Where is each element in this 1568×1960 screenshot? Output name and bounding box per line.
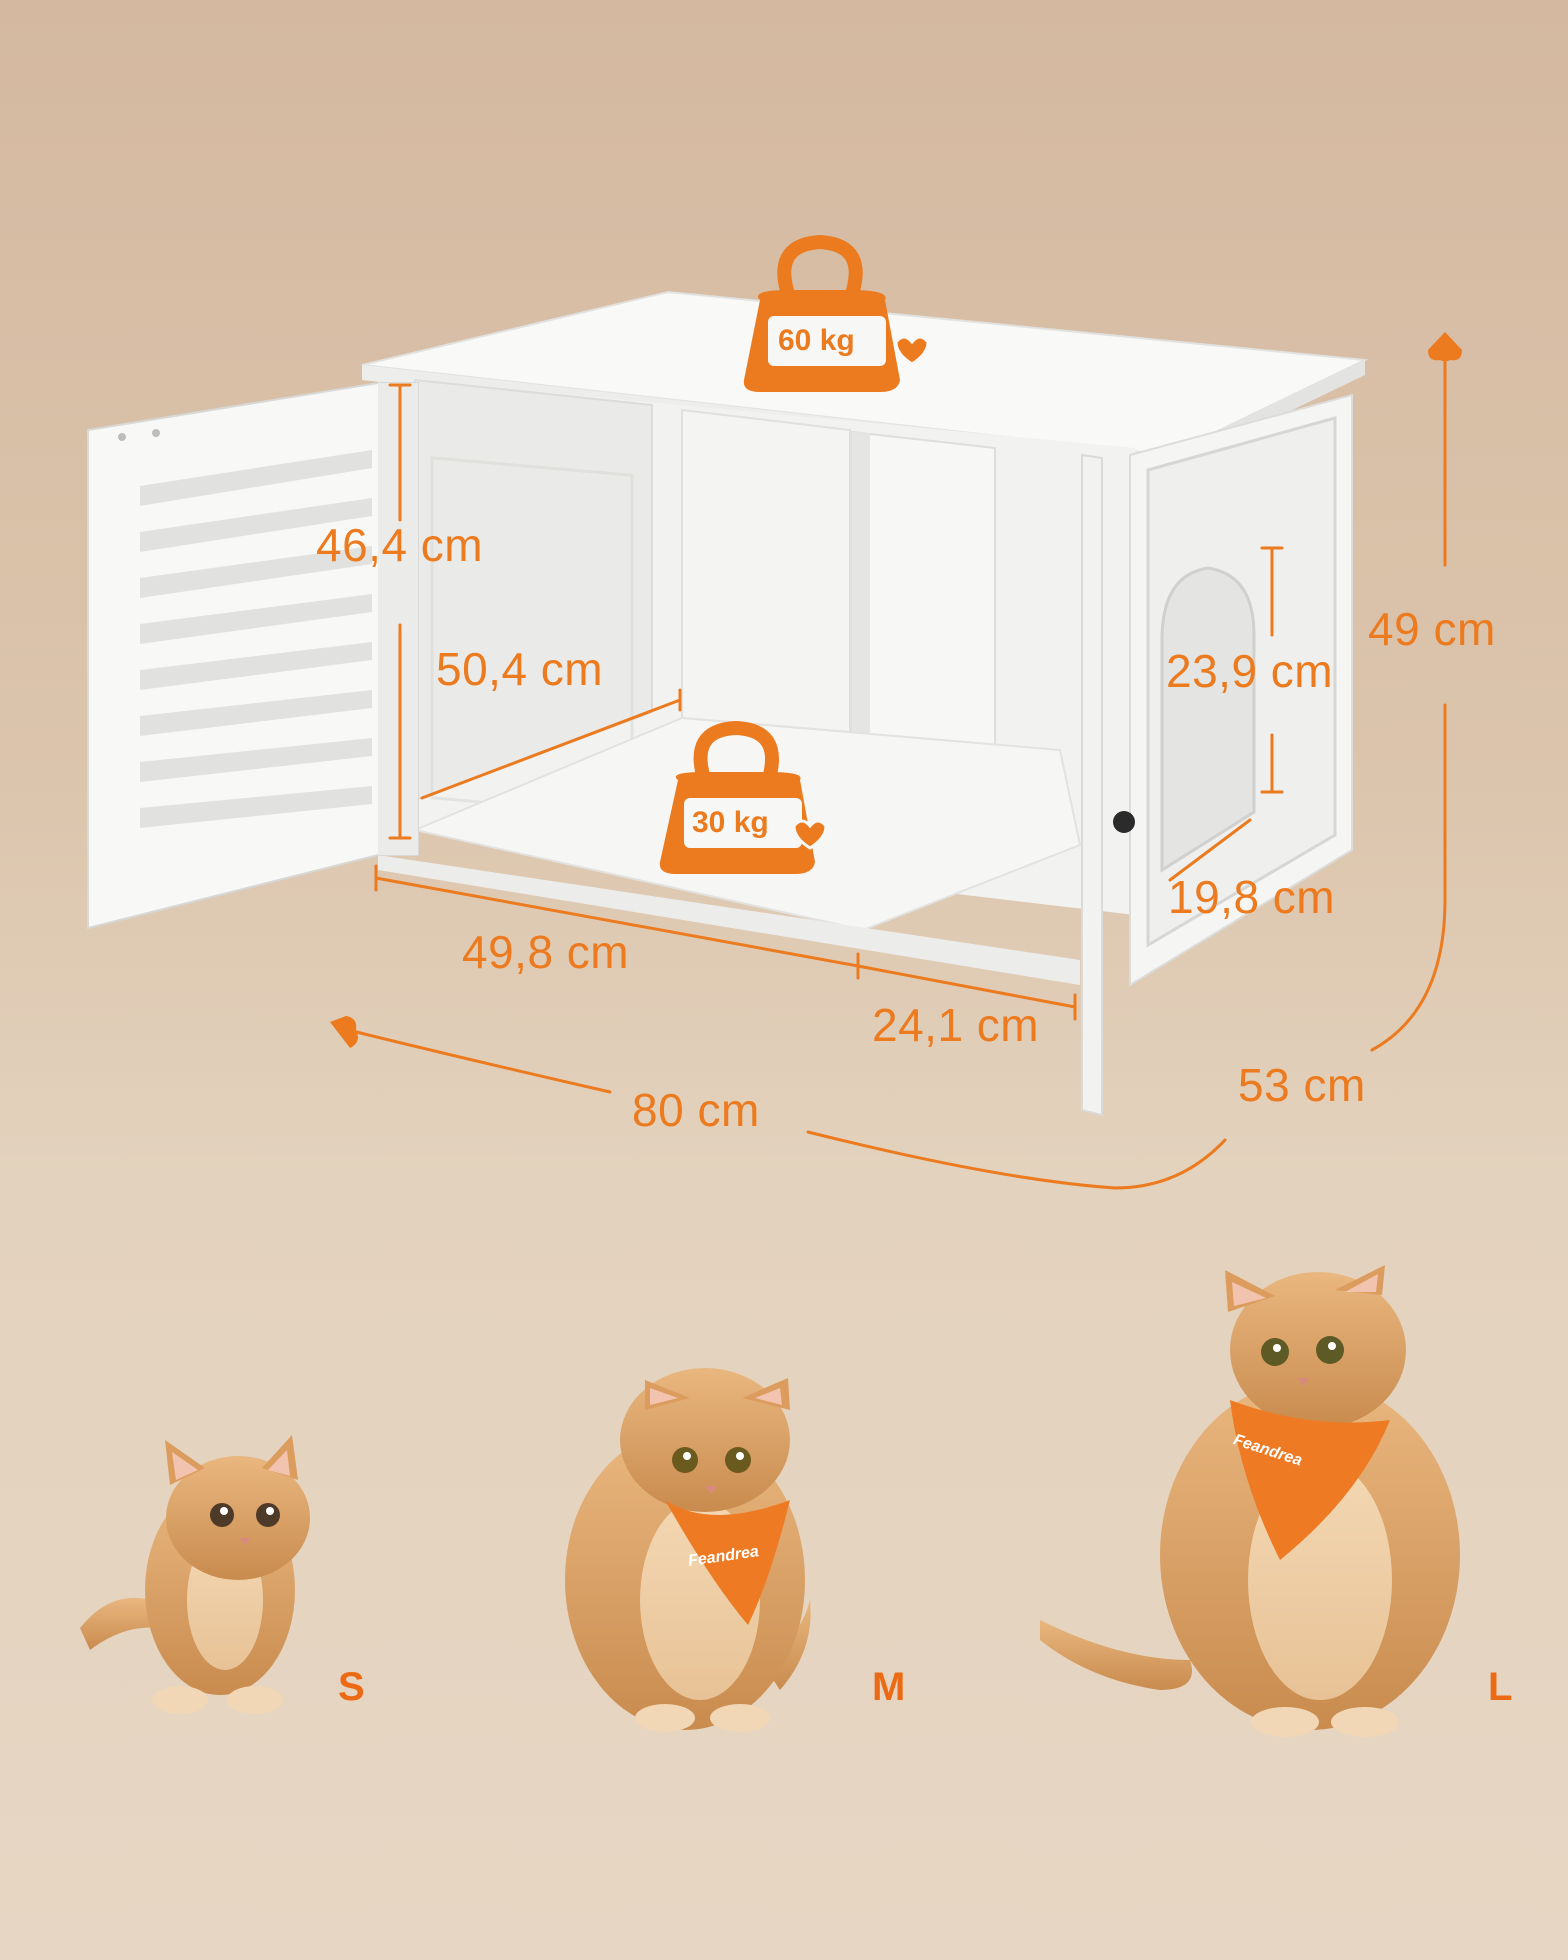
cat-small <box>80 1435 310 1714</box>
width-arrow-heart <box>330 1016 358 1048</box>
door-knob <box>1113 811 1135 833</box>
compartment-right-line <box>856 964 1077 1009</box>
height-label: 49 cm <box>1368 603 1496 655</box>
size-label-large: L <box>1488 1665 1513 1709</box>
width-label: 80 cm <box>632 1084 760 1136</box>
back-panel-middle <box>681 408 851 734</box>
width-arrow-line <box>338 1026 612 1094</box>
compartment-left-line <box>374 876 860 968</box>
weight-icon-top <box>743 234 930 392</box>
weight-icon-inner <box>659 720 828 874</box>
height-arrow-heart <box>1428 332 1462 362</box>
inner-depth-line <box>420 698 682 800</box>
left-door-edge <box>378 383 418 855</box>
bandana-large <box>1230 1400 1390 1560</box>
cabinet-front-base <box>378 855 1080 985</box>
width-arrow-line-2 <box>806 1130 1227 1190</box>
entrance-height-label: 23,9 cm <box>1166 645 1334 697</box>
entrance-width-label: 19,8 cm <box>1168 871 1336 923</box>
bandana-medium <box>665 1500 790 1625</box>
depth-label: 53 cm <box>1238 1059 1366 1111</box>
size-label-small: S <box>338 1665 365 1709</box>
right-compartment-width-label: 24,1 cm <box>872 999 1040 1051</box>
door-hinge-dot-2 <box>152 429 160 437</box>
top-weight-capacity: 60 kg <box>778 324 855 357</box>
right-door <box>1081 453 1103 1117</box>
inner-depth-label: 50,4 cm <box>436 643 604 695</box>
door-louvers <box>140 450 372 828</box>
cat-medium <box>565 1368 811 1732</box>
dimension-lines <box>338 353 1447 1190</box>
entrance-width-line <box>1168 818 1252 882</box>
cat-entrance-opening <box>1160 566 1256 873</box>
size-label-medium: M <box>872 1665 906 1709</box>
depth-arrow-line <box>1370 703 1447 1052</box>
door-height-label: 46,4 cm <box>316 519 484 571</box>
cat-large <box>1040 1265 1460 1737</box>
inner-weight-capacity: 30 kg <box>692 806 769 839</box>
door-hinge-dot <box>118 433 126 441</box>
left-compartment-width-label: 49,8 cm <box>462 926 630 978</box>
cat-litter-cabinet <box>87 290 1369 1117</box>
